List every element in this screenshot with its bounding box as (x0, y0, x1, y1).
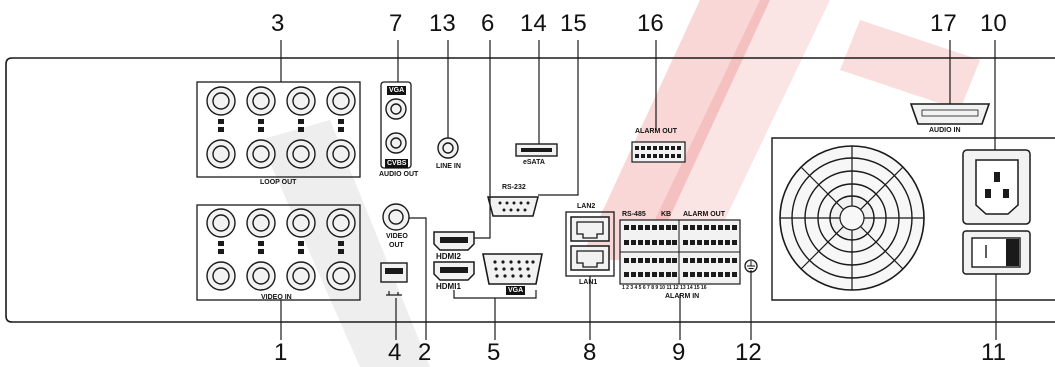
callout-number-15: 15 (560, 10, 587, 37)
hdmi1-port (433, 261, 475, 281)
video-out-label-2: OUT (389, 242, 404, 249)
video-in-label: VIDEO IN (261, 294, 292, 301)
callout-number-9: 9 (672, 339, 686, 366)
leader-lines (280, 40, 997, 340)
hdmi2-label: HDMI2 (436, 252, 461, 261)
rs232-port (487, 196, 539, 217)
callout-number-13: 13 (429, 10, 456, 37)
vga-port-label: VGA (506, 286, 526, 295)
audio-out-group (380, 81, 412, 169)
lan-ports (565, 211, 615, 277)
alarm-out-label: ALARM OUT (683, 211, 725, 218)
alarm-out-terminal-top (631, 141, 686, 163)
alarm-out-top-label: ALARM OUT (635, 128, 677, 135)
callout-number-17: 17 (930, 10, 957, 37)
watermark-stroke (580, 0, 770, 260)
kb-label: KB (661, 211, 672, 218)
watermark-stroke (260, 120, 430, 367)
ground-terminal (744, 259, 758, 273)
audio-in-connector (909, 103, 991, 125)
line-in-jack (437, 137, 459, 159)
callout-number-1: 1 (274, 339, 288, 366)
panel-outline (5, 57, 1055, 323)
video-in-bnc-group (196, 204, 361, 301)
callout-number-14: 14 (520, 10, 547, 37)
callout-number-8: 8 (583, 339, 597, 366)
callout-number-3: 3 (271, 10, 285, 37)
callout-number-6: 6 (481, 10, 495, 37)
line-in-label: LINE IN (436, 163, 461, 170)
callout-number-12: 12 (735, 339, 762, 366)
alarm-in-numbers: 1 2 3 4 5 6 7 8 9 10 11 12 13 14 15 16 (622, 285, 707, 291)
rs485-label: RS-485 (622, 211, 646, 218)
video-out-label-1: VIDEO (386, 233, 408, 240)
audio-in-label: AUDIO IN (929, 127, 961, 134)
audio-out-label: AUDIO OUT (379, 171, 419, 178)
hdmi1-label: HDMI1 (436, 282, 461, 291)
callout-number-5: 5 (487, 339, 501, 366)
callout-number-10: 10 (980, 10, 1007, 37)
callout-number-2: 2 (418, 339, 432, 366)
fan (771, 137, 1055, 301)
cvbs-audio-label: CVBS (385, 159, 409, 168)
watermark-stroke (840, 20, 980, 110)
esata-port (515, 143, 558, 157)
power-socket (962, 149, 1031, 225)
rs232-label: RS-232 (502, 184, 526, 191)
hdmi2-port (433, 231, 475, 251)
lan1-label: LAN1 (579, 279, 598, 286)
loop-out-label: LOOP OUT (260, 179, 297, 186)
power-switch (962, 230, 1031, 275)
terminal-block (619, 219, 741, 285)
loop-out-bnc-group (196, 81, 361, 178)
lan2-label: LAN2 (577, 203, 596, 210)
esata-label: eSATA (523, 159, 545, 166)
callout-number-7: 7 (389, 10, 403, 37)
callout-number-4: 4 (388, 339, 402, 366)
callout-number-16: 16 (637, 10, 664, 37)
alarm-in-label: ALARM IN (665, 293, 700, 300)
vga-port (482, 253, 543, 285)
vga-audio-label: VGA (387, 86, 407, 95)
video-out-bnc (382, 203, 410, 231)
callout-number-11: 11 (981, 339, 1006, 366)
usb-port (380, 262, 408, 296)
